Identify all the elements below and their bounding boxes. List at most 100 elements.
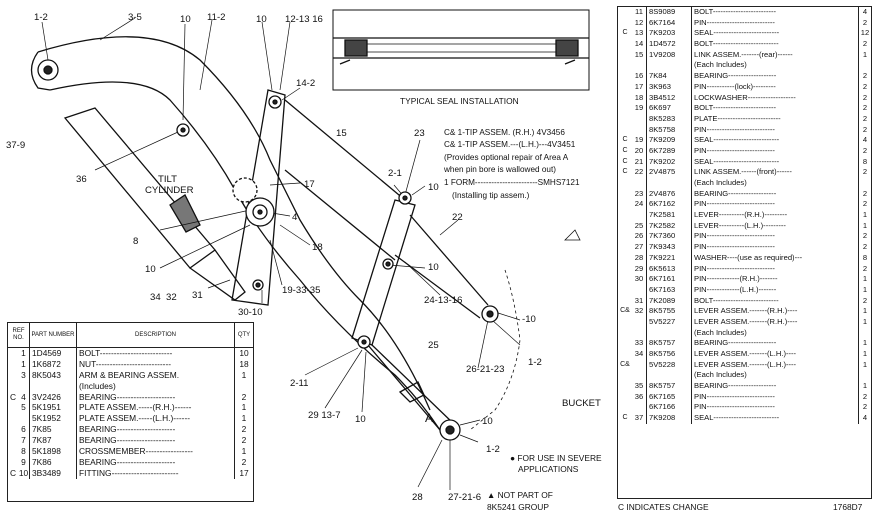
cell-flag: C — [622, 136, 628, 144]
cell-no — [18, 413, 30, 425]
cell-no — [632, 316, 647, 328]
cell-no — [632, 124, 647, 136]
cell-part — [647, 370, 692, 382]
cell-qty: 2 — [241, 424, 247, 435]
cell-no: 23 — [632, 188, 647, 200]
cell-part: 8K5757 — [647, 338, 692, 349]
cell-no: 15 — [632, 49, 647, 61]
cell-part: 7K9221 — [647, 252, 692, 264]
cell-flag — [618, 231, 632, 242]
seal-detail-inset — [332, 9, 590, 91]
cell-part: 6K7161 — [647, 274, 692, 285]
cell-no: 18 — [632, 92, 647, 104]
cell-part: 7K9208 — [647, 413, 692, 424]
callout-8: 8 — [133, 236, 138, 247]
cell-desc: BOLT------------------------- — [692, 103, 859, 114]
callout-23: 23 — [414, 128, 425, 139]
cell-flag — [8, 348, 18, 359]
cell-part: 8K5757 — [647, 381, 692, 392]
cell-flag — [618, 210, 632, 221]
cell-flag: C — [9, 391, 17, 402]
cell-no: 1 — [18, 348, 30, 359]
cell-no: 29 — [632, 263, 647, 275]
cell-part — [30, 380, 77, 392]
cell-desc: PIN--------------------------- — [692, 391, 859, 403]
cell-flag — [618, 125, 632, 136]
tip-note-line-5: 1 FORM-----------------------SMHS7121 — [444, 178, 580, 187]
cell-qty: 2 — [862, 124, 868, 134]
seal-caption: TYPICAL SEAL INSTALLATION — [400, 96, 519, 106]
cell-flag — [618, 7, 632, 18]
table-row: (Each Includes) — [618, 178, 871, 189]
cell-part: 1K6872 — [30, 358, 77, 370]
cell-no — [632, 370, 647, 382]
cell-no — [632, 113, 647, 125]
cell-qty: 2 — [862, 92, 868, 102]
cell-qty — [859, 328, 871, 339]
cell-part: 3B3489 — [30, 467, 77, 479]
callout-18: 18 — [312, 242, 323, 253]
cell-no: 3 — [18, 369, 30, 381]
cell-flag — [618, 328, 632, 339]
cell-flag — [8, 370, 18, 381]
callout-2-11: 2-11 — [290, 378, 309, 389]
pins — [37, 59, 499, 441]
cell-flag — [618, 71, 632, 82]
cell-desc: ARM & BEARING ASSEM. — [77, 369, 235, 381]
cell-qty: 4 — [862, 7, 868, 16]
cell-part: 2V4875 — [647, 167, 692, 178]
cell-flag — [618, 402, 632, 413]
cell-no: 32 — [632, 306, 647, 317]
cell-qty: 2 — [862, 391, 868, 401]
cell-part: 3B4512 — [647, 92, 692, 104]
callout-26-21-23: 26-21-23 — [466, 364, 504, 375]
table-row: (Each Includes) — [618, 60, 871, 72]
cell-flag — [618, 317, 632, 328]
table-row: (Each Includes) — [618, 327, 871, 339]
cell-qty: 1 — [862, 359, 868, 369]
cell-no: 4 — [18, 391, 30, 403]
cell-qty: 1 — [862, 284, 868, 294]
callout-4: 4 — [292, 212, 298, 223]
cell-desc: LINK ASSEM.-------(rear)------ — [692, 49, 859, 61]
callout-12-13-16: 12-13 16 — [285, 14, 323, 25]
cylinder-label: CYLINDER — [145, 185, 194, 196]
cell-part: 6K7289 — [647, 145, 692, 157]
cell-qty: 8 — [862, 252, 868, 262]
header-ref-no: REF NO. — [8, 323, 30, 347]
cell-no: 21 — [632, 156, 647, 168]
cell-desc: BEARING------------------- — [692, 338, 859, 349]
callout-30-10: 30-10 — [238, 307, 263, 318]
cell-qty: 2 — [241, 435, 247, 446]
cell-flag — [618, 370, 632, 381]
cell-flag — [618, 392, 632, 403]
cell-flag — [8, 413, 18, 424]
cell-no: 14 — [632, 39, 647, 50]
callout-34: 34 — [150, 292, 161, 303]
cell-flag — [618, 274, 632, 285]
cell-part — [647, 60, 692, 72]
cell-flag — [8, 402, 18, 413]
cell-flag — [8, 435, 18, 446]
cell-qty: 2 — [862, 263, 868, 273]
cell-part: 5K1952 — [30, 413, 77, 425]
bucket-outline — [469, 269, 521, 431]
cell-part: 6K7166 — [647, 402, 692, 414]
cell-flag — [618, 178, 632, 189]
cell-no: 36 — [632, 391, 647, 403]
callout-15: 15 — [336, 128, 347, 139]
callout-32: 32 — [166, 292, 177, 303]
cell-desc: BEARING--------------------- — [77, 391, 235, 403]
